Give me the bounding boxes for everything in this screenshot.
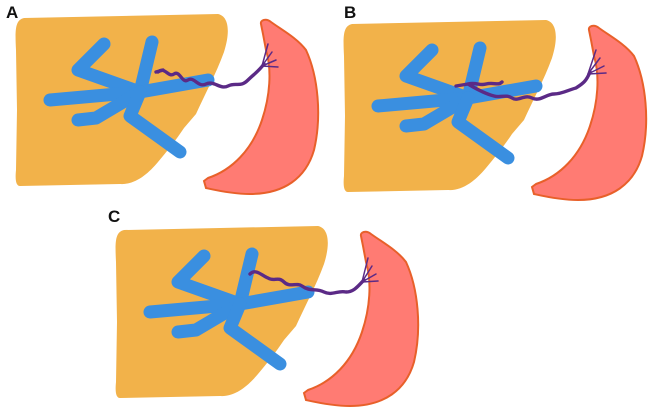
vessel-fan: [261, 43, 279, 68]
panel-a: A: [6, 3, 320, 196]
panel-b: B: [343, 3, 648, 202]
panel-label-b: B: [344, 3, 356, 22]
collateral-vessel: [248, 270, 366, 296]
vessel-fan: [361, 257, 379, 283]
vessel-fan: [587, 49, 607, 75]
collateral-vessel: [454, 70, 592, 101]
collateral-vessel: [154, 62, 266, 89]
panel-label-c: C: [108, 207, 120, 226]
panel-label-a: A: [6, 3, 18, 22]
panel-c: C: [108, 207, 420, 407]
